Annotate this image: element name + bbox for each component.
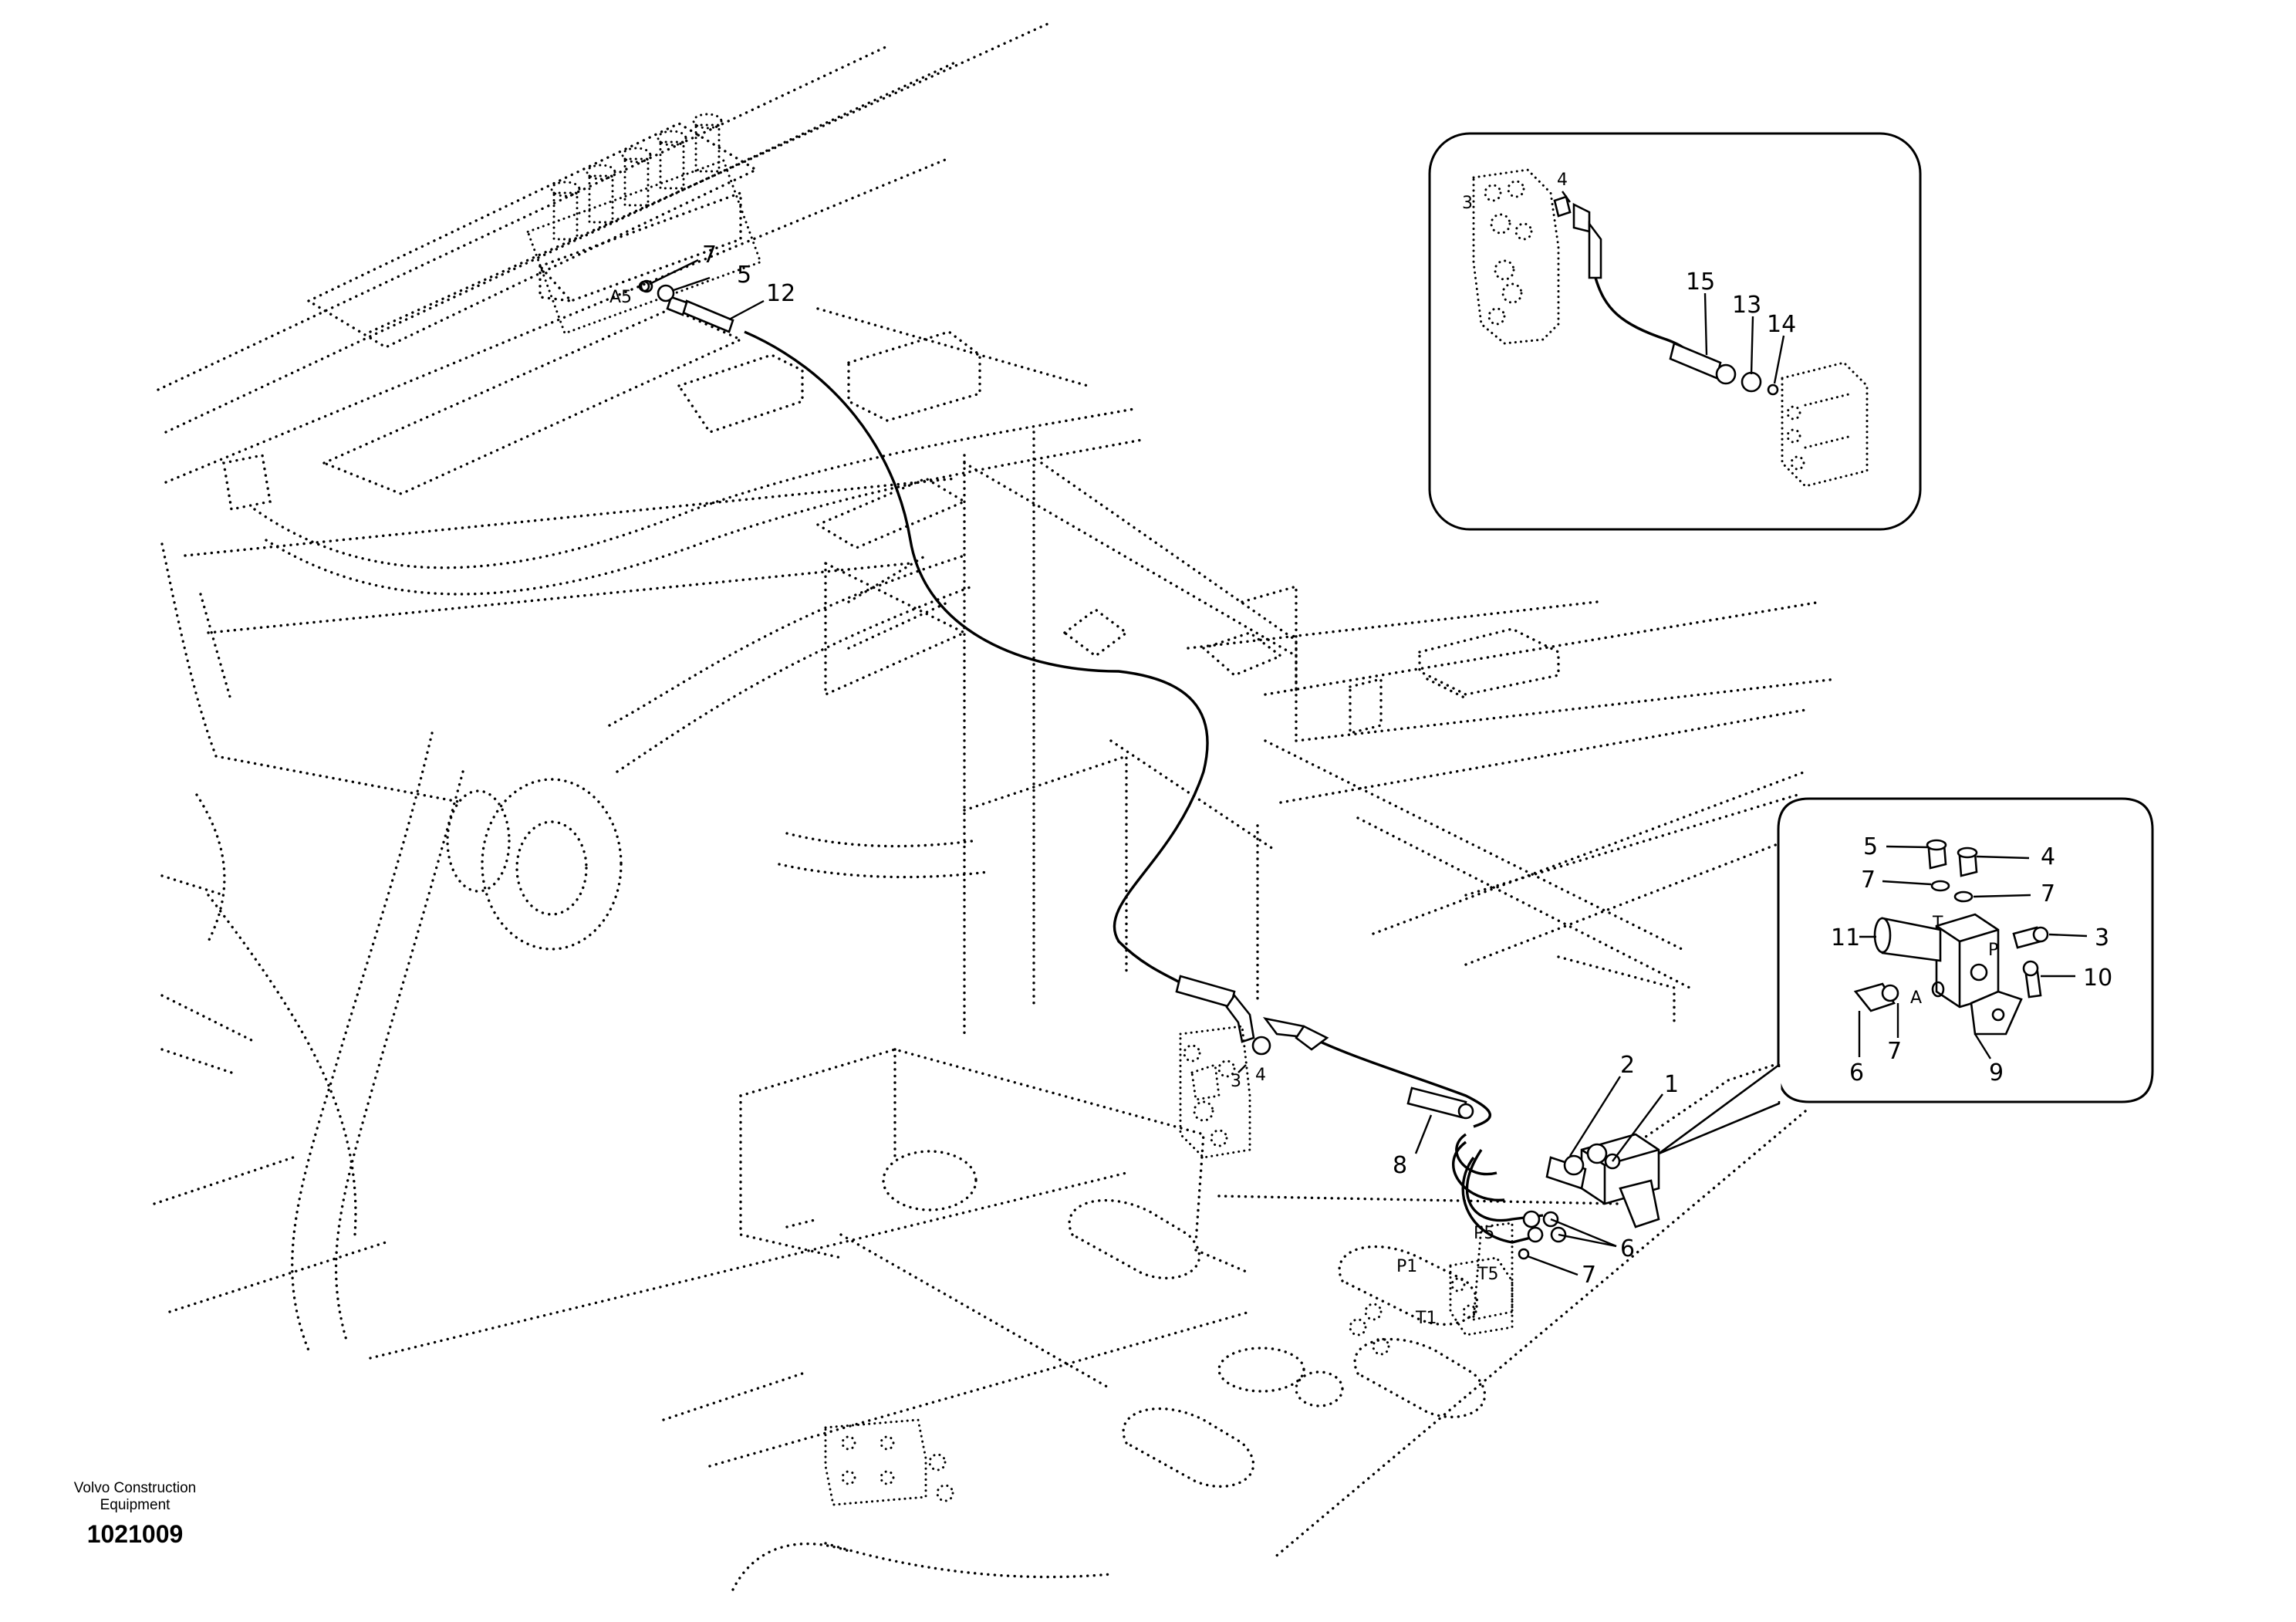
inset-right-port-p: P (1988, 941, 1998, 960)
main-callouts: A5 7 5 12 4 3 8 2 1 6 7 P5 T5 P1 T1 (609, 242, 1679, 1328)
inset-top-frame (1428, 132, 1922, 531)
inset-right-callout-7-bottom: 7 (1887, 1038, 1902, 1065)
brand-line-1: Volvo Construction (73, 1480, 197, 1496)
inset-top-callout-14: 14 (1767, 311, 1796, 338)
inset-right-callout-3: 3 (2095, 924, 2109, 951)
inset-top-callout-3: 3 (1462, 194, 1473, 213)
main-hose-assembly (640, 279, 1544, 1244)
callout-5-top: 5 (737, 262, 751, 289)
port-block-p1-t1 (1449, 1256, 1514, 1336)
inset-right-callout-4: 4 (2041, 843, 2055, 870)
inset-right-port-a: A (1910, 988, 1922, 1008)
callout-1: 1 (1664, 1071, 1679, 1098)
callout-8: 8 (1393, 1152, 1407, 1179)
top-valve-bank (526, 113, 762, 335)
inset-right-callout-6: 6 (1849, 1059, 1864, 1086)
drawing-number: 1021009 (86, 1520, 184, 1548)
hose-fitting-mid (1175, 975, 1329, 1056)
hose-fitting-8 (1406, 1086, 1474, 1120)
fitting-cluster-p5-t5 (1472, 1210, 1567, 1321)
callout-3-main: 3 (1231, 1072, 1241, 1091)
callout-6-main: 6 (1620, 1235, 1635, 1262)
callout-7-top: 7 (702, 242, 717, 269)
valve-block-main (1545, 1133, 1660, 1228)
inset-right-port-t: T (1932, 914, 1943, 933)
frame-outline (153, 22, 1838, 1591)
inset-right-callout-11: 11 (1831, 924, 1860, 951)
inset-right-callout-9: 9 (1989, 1059, 2004, 1086)
callout-2: 2 (1620, 1052, 1635, 1079)
callout-12: 12 (766, 280, 795, 307)
inset-right-callout-7-right: 7 (2041, 880, 2055, 907)
inset-right-callout-10: 10 (2083, 965, 2112, 992)
inset-top-callout-13: 13 (1732, 292, 1761, 319)
inset-top: 3 4 15 13 14 (1428, 132, 1922, 531)
inset-top-callout-4: 4 (1557, 171, 1568, 190)
valve-cluster-lower (824, 1025, 1390, 1506)
hose-fitting-upper (640, 279, 734, 333)
inset-right-callout-5: 5 (1863, 833, 1878, 860)
callout-7-main: 7 (1582, 1262, 1596, 1289)
brand-line-2: Equipment (100, 1497, 171, 1513)
inset-top-callout-15: 15 (1686, 269, 1715, 296)
port-label-t5: T5 (1477, 1265, 1498, 1284)
port-label-p1: P1 (1396, 1257, 1417, 1276)
port-label-t1: T1 (1415, 1309, 1437, 1328)
port-label-p5: P5 (1474, 1224, 1494, 1243)
callout-4-main: 4 (1255, 1066, 1266, 1085)
inset-right-callout-7-left: 7 (1861, 867, 1876, 894)
inset-right: T P A 5 4 7 7 11 3 10 6 7 9 (1657, 797, 2154, 1155)
port-label-a5: A5 (609, 288, 632, 307)
